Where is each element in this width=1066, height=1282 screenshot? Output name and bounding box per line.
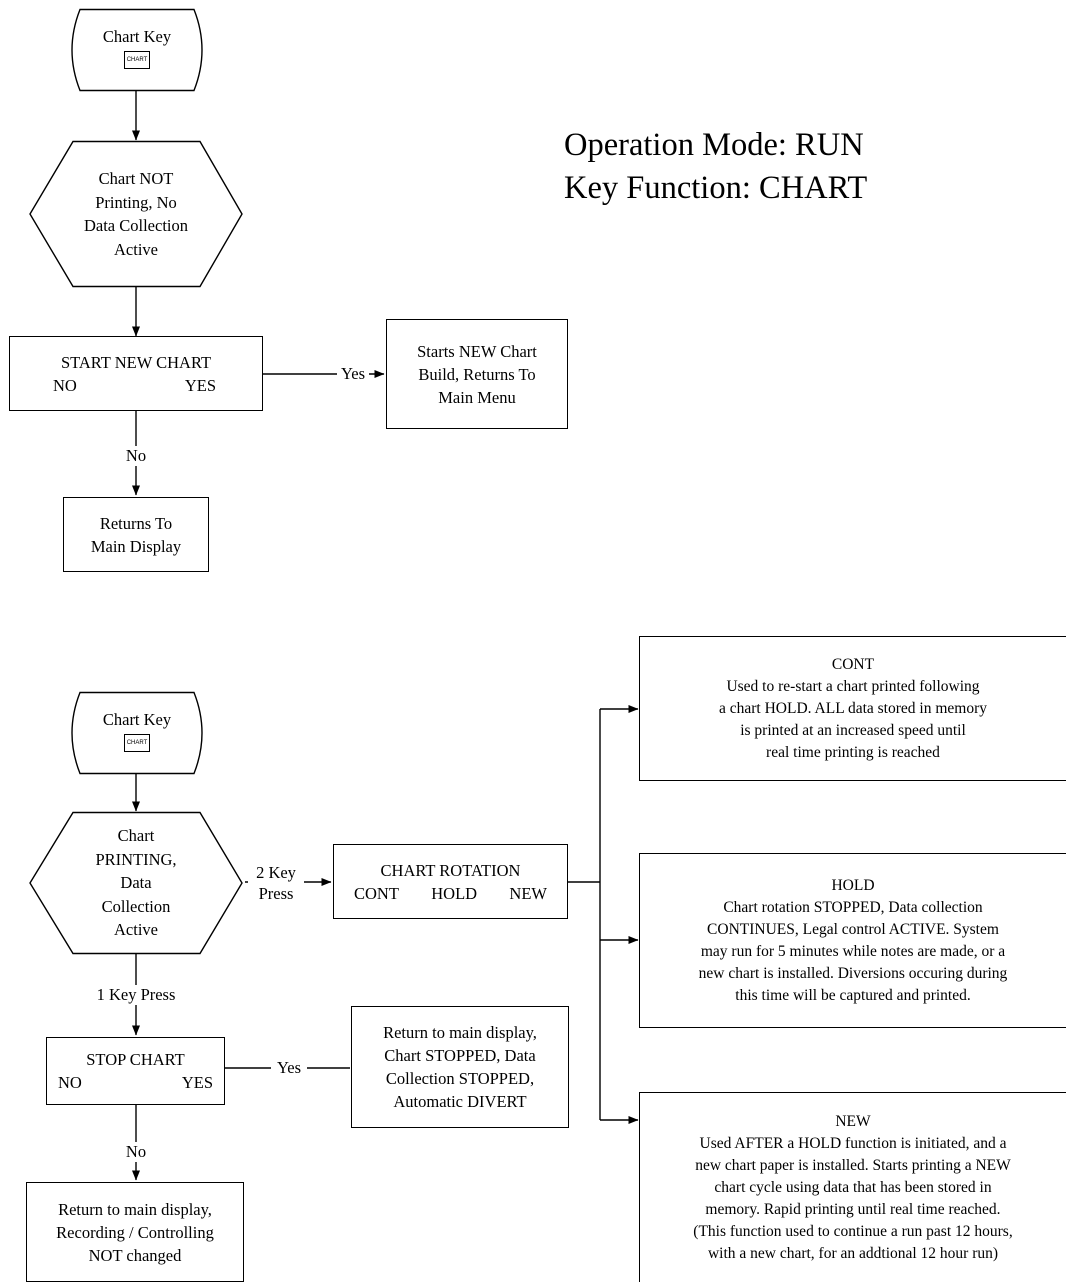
state-line: Active <box>114 239 158 259</box>
result-line: Returns To <box>99 513 173 533</box>
chart-printing-state <box>29 811 243 955</box>
new-line: Used AFTER a HOLD function is initiated,… <box>699 1134 1007 1152</box>
option-yes: YES <box>181 1073 213 1092</box>
cont-line: real time printing is reached <box>766 743 940 761</box>
result-line: NOT changed <box>88 1245 182 1265</box>
two-key-press-label: 2 Key Press <box>248 862 304 904</box>
result-line: Return to main display, <box>58 1199 212 1219</box>
chart-rotation-menu: CHART ROTATION CONT HOLD NEW <box>333 844 568 919</box>
hold-description: HOLD Chart rotation STOPPED, Data collec… <box>639 853 1066 1028</box>
yes-label: Yes <box>271 1058 307 1078</box>
option-no: NO <box>58 1073 82 1092</box>
stop-options: NO YES <box>47 1071 224 1094</box>
result-line: Build, Returns To <box>418 364 536 384</box>
starts-new-chart-result: Starts NEW Chart Build, Returns To Main … <box>386 319 568 429</box>
chart-key-icon: CHART <box>123 734 151 753</box>
chart-key-terminal-2-content: Chart Key CHART <box>62 697 212 763</box>
new-line: new chart paper is installed. Starts pri… <box>695 1156 1011 1174</box>
cont-line: is printed at an increased speed until <box>740 721 966 739</box>
result-line: Main Menu <box>438 387 516 407</box>
new-line: with a new chart, for an addtional 12 ho… <box>707 1244 999 1262</box>
result-line: Main Display <box>90 536 182 556</box>
start-new-chart-decision: START NEW CHART NO YES <box>9 336 263 411</box>
result-line: Return to main display, <box>383 1023 537 1042</box>
hold-line: new chart is installed. Diversions occur… <box>698 964 1008 982</box>
yes-label: Yes <box>337 364 369 384</box>
returns-to-main-display: Returns To Main Display <box>63 497 209 572</box>
state-line: Data <box>120 873 152 893</box>
two-key-line: Press <box>258 884 294 903</box>
chart-key-label: Chart Key <box>102 709 172 729</box>
chart-not-printing-text: Chart NOT Printing, No Data Collection A… <box>28 140 244 288</box>
chart-key-terminal-1-content: Chart Key CHART <box>62 14 212 80</box>
result-line: Automatic DIVERT <box>393 1092 527 1111</box>
hold-line: Chart rotation STOPPED, Data collection <box>723 898 983 916</box>
result-line: Starts NEW Chart <box>417 341 537 361</box>
cont-heading: CONT <box>831 655 875 673</box>
cont-description: CONT Used to re-start a chart printed fo… <box>639 636 1066 781</box>
two-key-line: 2 Key <box>256 863 296 882</box>
state-line: Printing, No <box>95 192 177 212</box>
hold-line: may run for 5 minutes while notes are ma… <box>700 942 1006 960</box>
option-hold: HOLD <box>431 883 478 903</box>
result-line: Recording / Controlling <box>56 1222 214 1242</box>
stop-chart-title: STOP CHART <box>86 1050 185 1069</box>
chart-key-terminal-2 <box>71 691 203 775</box>
chart-key-icon: CHART <box>123 51 151 70</box>
key-function-text: Key Function: CHART <box>564 170 868 206</box>
no-label: No <box>118 446 154 466</box>
new-heading: NEW <box>835 1112 871 1130</box>
operation-mode-text: Operation Mode: RUN <box>564 127 864 163</box>
no-label: No <box>118 1142 154 1162</box>
rotation-options: CONT HOLD NEW <box>334 882 567 905</box>
decision-options: NO YES <box>10 374 262 397</box>
state-line: PRINTING, <box>95 849 177 869</box>
state-line: Data Collection <box>83 216 188 235</box>
option-yes: YES <box>184 375 216 395</box>
return-main-display-unchanged: Return to main display, Recording / Cont… <box>26 1182 244 1282</box>
chart-printing-text: Chart PRINTING, Data Collection Active <box>28 811 244 955</box>
option-no: NO <box>53 375 77 395</box>
state-line: Chart NOT <box>98 169 174 188</box>
one-key-press-label: 1 Key Press <box>80 985 192 1005</box>
cont-line: a chart HOLD. ALL data stored in memory <box>718 699 987 717</box>
result-line: Chart STOPPED, Data <box>384 1046 536 1065</box>
new-description: NEW Used AFTER a HOLD function is initia… <box>639 1092 1066 1282</box>
chart-rotation-title: CHART ROTATION <box>380 860 521 880</box>
hold-heading: HOLD <box>831 876 875 894</box>
hold-line: this time will be captured and printed. <box>735 986 971 1004</box>
chart-key-terminal-1 <box>71 8 203 92</box>
cont-line: Used to re-start a chart printed followi… <box>726 677 980 695</box>
stop-chart-decision: STOP CHART NO YES <box>46 1037 225 1105</box>
option-cont: CONT <box>354 883 399 903</box>
result-line: Collection STOPPED, <box>385 1069 535 1088</box>
mode-title: Operation Mode: RUN Key Function: CHART <box>564 124 867 210</box>
option-new: NEW <box>509 883 547 903</box>
chart-key-label: Chart Key <box>102 26 172 46</box>
state-line: Collection <box>101 896 171 916</box>
new-line: memory. Rapid printing until real time r… <box>705 1200 1001 1218</box>
start-new-chart-title: START NEW CHART <box>60 352 212 372</box>
chart-not-printing-state <box>29 140 243 288</box>
new-line: (This function used to continue a run pa… <box>693 1222 1013 1240</box>
new-line: chart cycle using data that has been sto… <box>714 1178 992 1196</box>
state-line: Chart <box>117 826 155 846</box>
state-line: Active <box>114 920 158 940</box>
hold-line: CONTINUES, Legal control ACTIVE. System <box>707 920 999 938</box>
stop-chart-result: Return to main display, Chart STOPPED, D… <box>351 1006 569 1128</box>
